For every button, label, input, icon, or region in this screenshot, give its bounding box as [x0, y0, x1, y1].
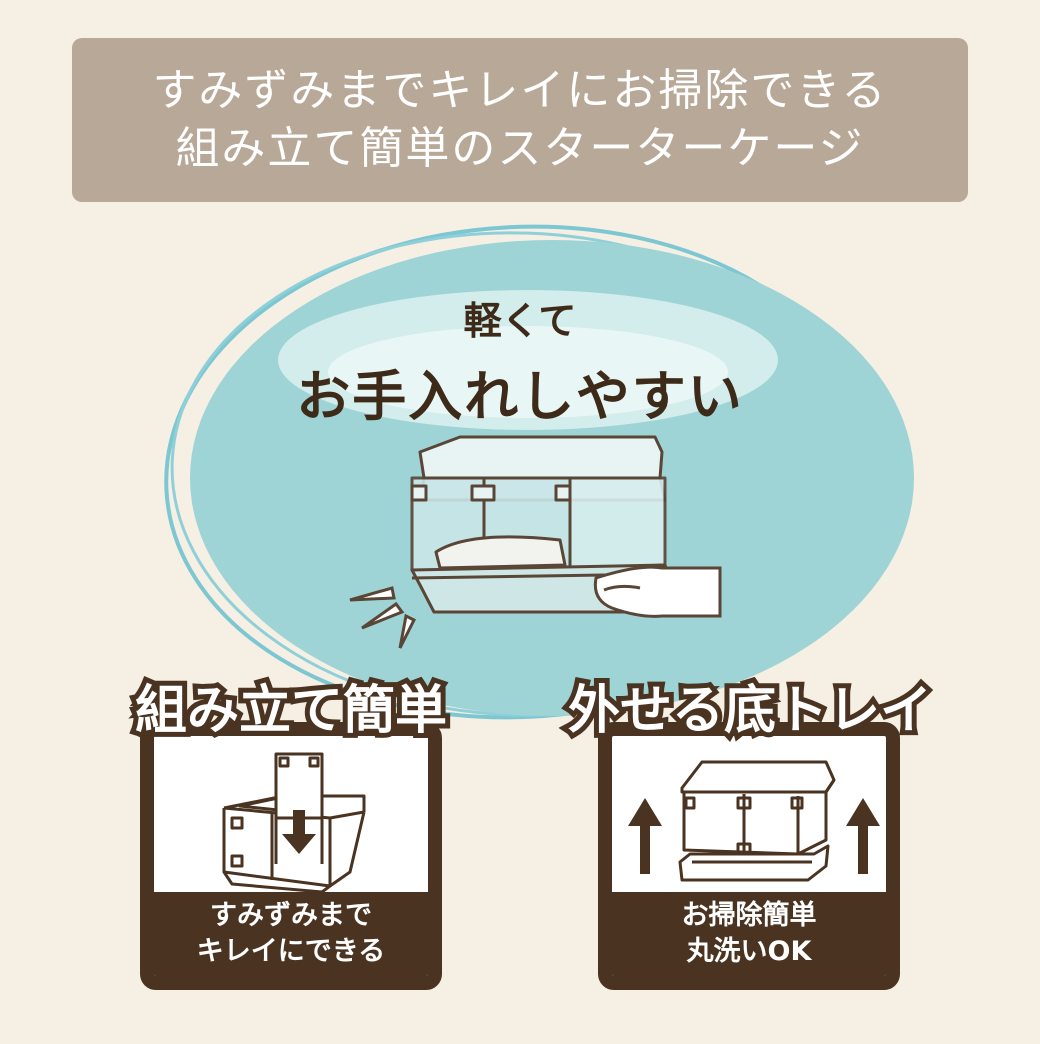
tray-illustration	[628, 760, 880, 882]
header-banner: すみずみまでキレイにお掃除できる 組み立て簡単のスターターケージ	[72, 38, 968, 202]
assembly-footer: すみずみまで キレイにできる	[154, 892, 428, 976]
feature-card-assembly: すみずみまで キレイにできる	[140, 722, 442, 990]
feature-card-tray: お掃除簡単 丸洗いOK	[598, 722, 900, 990]
tray-footer-line-1: お掃除簡単	[681, 900, 817, 931]
up-arrows-icon	[628, 798, 880, 874]
motion-lines-icon	[349, 586, 417, 649]
assembly-illustration	[222, 752, 366, 894]
feature-title-assembly: 組み立て簡単	[130, 676, 452, 746]
tray-footer-line-2: 丸洗いOK	[686, 936, 812, 967]
banner-line-1: すみずみまでキレイにお掃除できる	[152, 65, 888, 116]
hand-illustration	[593, 565, 722, 618]
assembly-footer-line-2: キレイにできる	[196, 936, 386, 967]
tray-footer: お掃除簡単 丸洗いOK	[612, 892, 886, 976]
headline-main: お手入れしやすい	[296, 365, 744, 428]
banner-line-2: 組み立て簡単のスターターケージ	[175, 123, 865, 174]
feature-title-tray: 外せる底トレイ	[563, 676, 937, 746]
headline-sub: 軽くて	[463, 299, 577, 343]
assembly-footer-line-1: すみずみまで	[210, 900, 372, 931]
